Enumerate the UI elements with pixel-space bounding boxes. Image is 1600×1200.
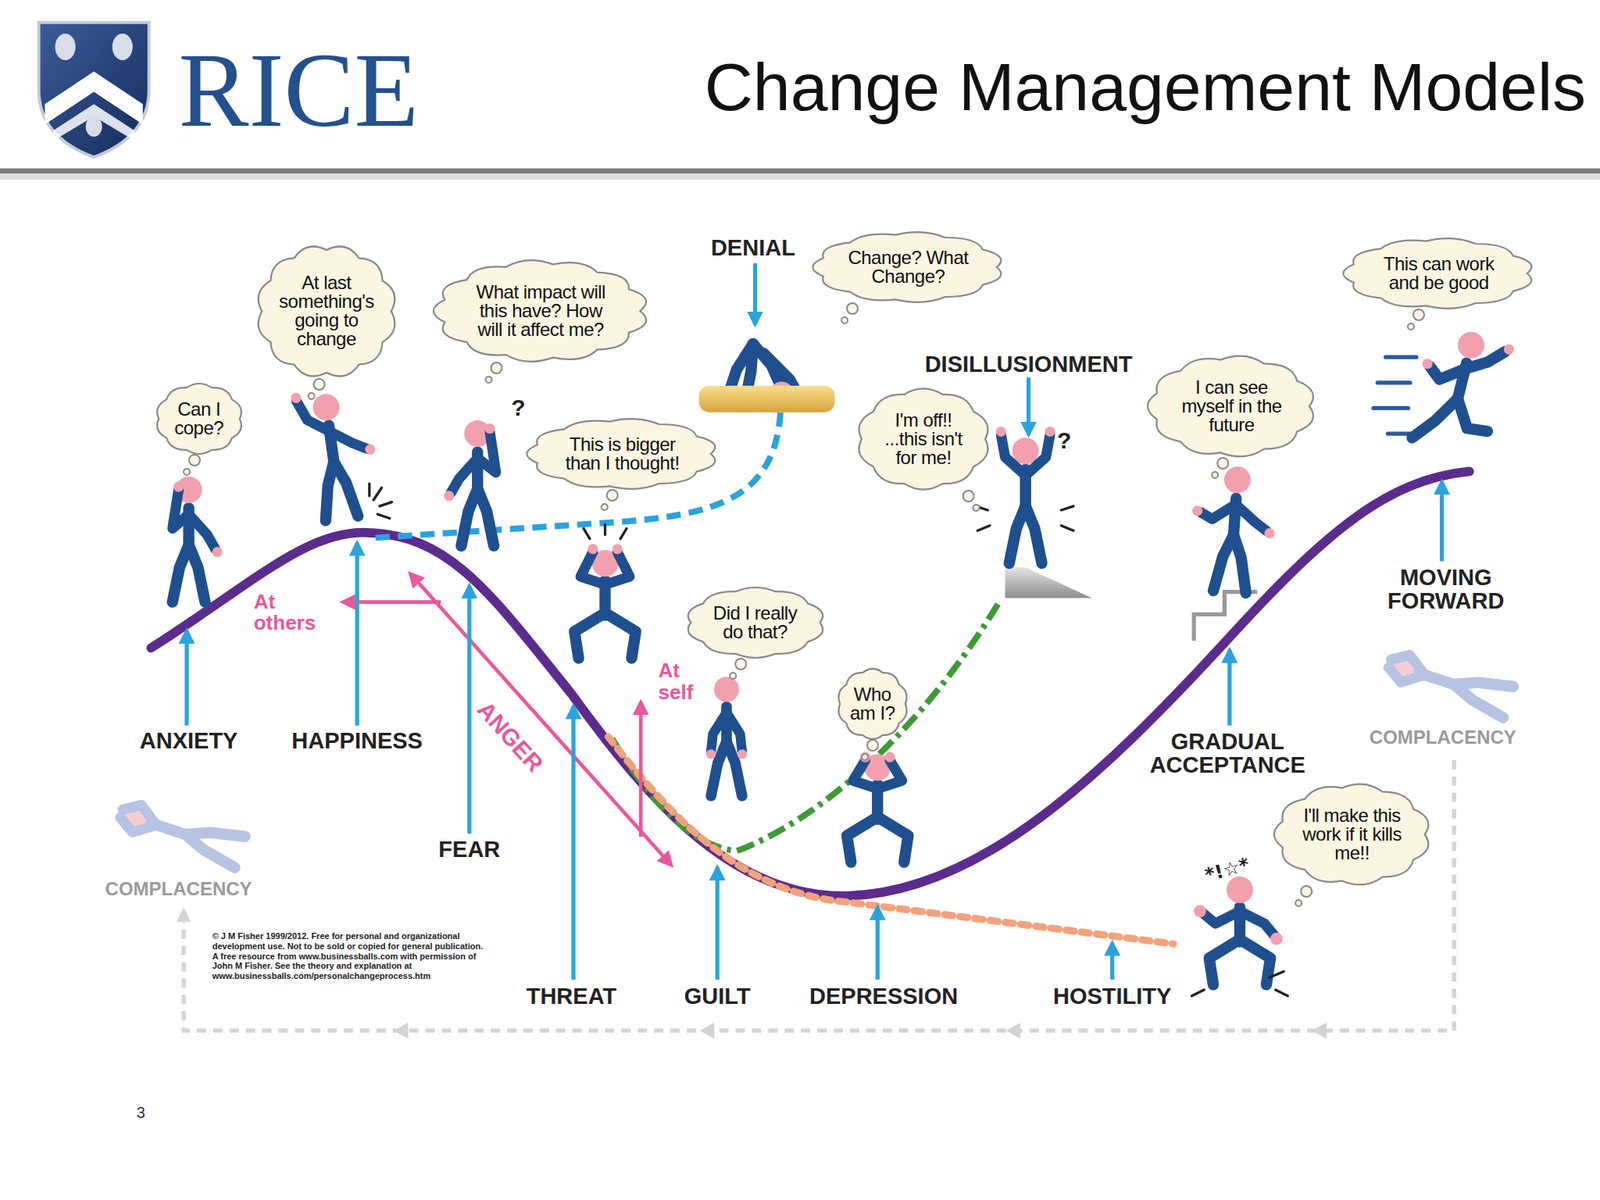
stage-label: COMPLACENCY	[1369, 728, 1517, 748]
thought-bubble: Can I cope?	[152, 380, 247, 458]
thought-bubble: Did I really do that?	[682, 584, 829, 661]
copyright-note: © J M Fisher 1999/2012. Free for persona…	[212, 931, 488, 981]
thought-bubble: This is bigger than I thought!	[522, 415, 722, 493]
thought-bubble: At last something's going to change	[253, 241, 400, 382]
bubble-text: Did I really do that?	[706, 603, 804, 642]
bubble-text: This can work and be good	[1372, 254, 1506, 293]
thought-bubble: Who am I?	[834, 665, 911, 743]
bubble-text: Who am I?	[846, 685, 898, 723]
stage-label: THREAT	[526, 984, 617, 1008]
stage-label: DISILLUSIONMENT	[925, 352, 1133, 376]
thought-bubble: This can work and be good	[1339, 235, 1539, 312]
bubble-text: What impact will this have? How will it …	[466, 282, 615, 340]
question-mark: ?	[510, 396, 525, 422]
anger-direction: At others	[253, 590, 329, 634]
page-number: 3	[136, 1103, 146, 1121]
bubble-text: This is bigger than I thought!	[556, 435, 690, 473]
stage-label: ANXIETY	[139, 728, 239, 753]
stage-label: GUILT	[684, 984, 751, 1008]
anger-label: ANGER	[472, 696, 548, 777]
stage-label: DENIAL	[710, 235, 796, 260]
slide-title: Change Management Models	[704, 50, 1586, 125]
thought-bubble: I can see myself in the future	[1143, 352, 1320, 461]
bubble-text: At last something's going to change	[277, 273, 375, 349]
stage-label: FEAR	[438, 836, 500, 861]
bubble-text: I'll make this work if it kills me!!	[1297, 806, 1408, 863]
stage-label: HOSTILITY	[1053, 984, 1172, 1008]
thought-bubble: What impact will this have? How will it …	[429, 257, 653, 365]
thought-bubble: Change? What Change?	[808, 228, 1008, 306]
thought-bubble: I'm off!! ...this isn't for me!	[853, 385, 994, 493]
question-mark: ?	[1057, 428, 1072, 454]
bubble-text: Can I cope?	[167, 400, 231, 438]
stage-label: MOVING FORWARD	[1379, 564, 1513, 613]
stage-label: COMPLACENCY	[105, 878, 253, 899]
expletive-symbols: *!☆*	[1203, 854, 1252, 886]
bubble-text: I'm off!! ...this isn't for me!	[876, 410, 971, 468]
logo-wordmark: RICE	[178, 36, 420, 143]
anger-direction: At self	[657, 660, 705, 704]
stage-label: DEPRESSION	[809, 984, 958, 1008]
bubble-text: I can see myself in the future	[1172, 378, 1290, 435]
thought-bubble: I'll make this work if it kills me!!	[1270, 780, 1435, 889]
stage-label: HAPPINESS	[291, 728, 423, 753]
stage-label: GRADUAL ACCEPTANCE	[1133, 728, 1322, 777]
bubble-text: Change? What Change?	[841, 248, 975, 286]
